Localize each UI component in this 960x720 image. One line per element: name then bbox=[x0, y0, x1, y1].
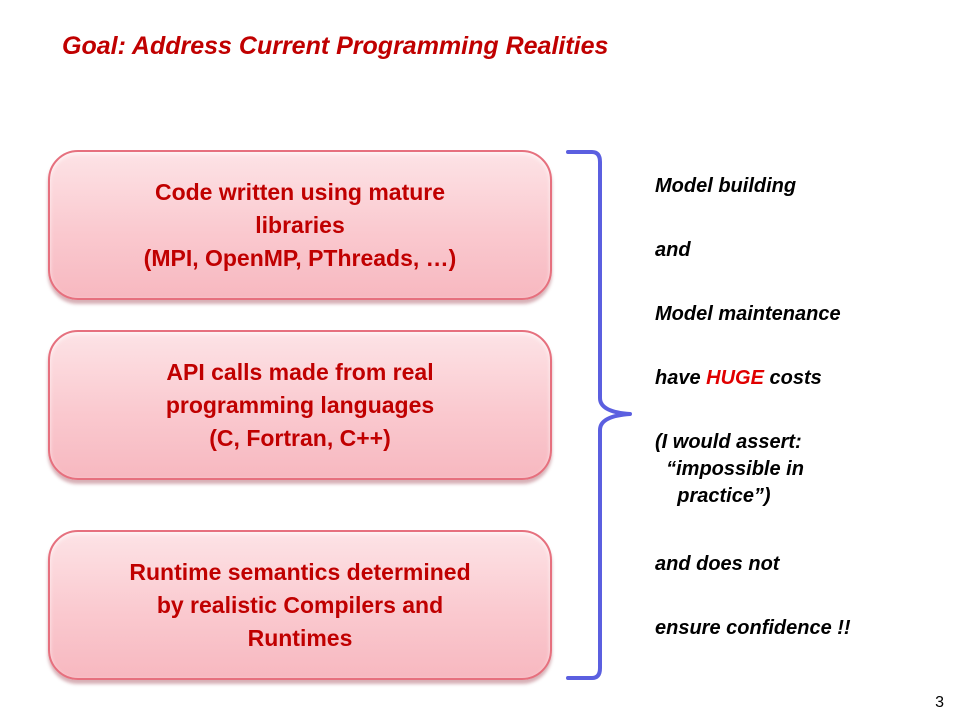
box-line: Runtimes bbox=[247, 624, 353, 651]
box-line: Code written using mature bbox=[154, 178, 446, 205]
note-practice: practice”) bbox=[655, 485, 771, 507]
note-have: have bbox=[655, 367, 707, 389]
note-and: and bbox=[655, 239, 691, 261]
note-assert: (I would assert: bbox=[655, 431, 802, 453]
box-line: by realistic Compilers and bbox=[156, 591, 444, 618]
note-model-maintenance: Model maintenance bbox=[655, 303, 841, 325]
note-ensure-confidence: ensure confidence !! bbox=[655, 617, 851, 639]
box-runtime-semantics: Runtime semantics determined by realisti… bbox=[48, 530, 552, 680]
box-line: (C, Fortran, C++) bbox=[209, 424, 391, 451]
note-costs: costs bbox=[763, 367, 822, 389]
notes-column: Model building and Model maintenance hav… bbox=[655, 170, 851, 644]
note-impossible: “impossible in bbox=[655, 458, 804, 480]
note-huge-costs: have HUGE costs bbox=[655, 362, 851, 394]
box-line: (MPI, OpenMP, PThreads, …) bbox=[143, 244, 457, 271]
note-model-building: Model building bbox=[655, 175, 797, 197]
box-mature-libraries: Code written using mature libraries (MPI… bbox=[48, 150, 552, 300]
box-line: programming languages bbox=[165, 391, 435, 418]
note-does-not: and does not bbox=[655, 553, 780, 575]
box-line: libraries bbox=[255, 211, 345, 238]
slide-title: Goal: Address Current Programming Realit… bbox=[62, 32, 609, 60]
right-brace bbox=[566, 150, 632, 680]
note-huge: HUGE bbox=[706, 367, 764, 389]
box-api-calls: API calls made from real programming lan… bbox=[48, 330, 552, 480]
box-line: API calls made from real bbox=[166, 358, 434, 385]
page-number: 3 bbox=[935, 694, 944, 711]
box-line: Runtime semantics determined bbox=[129, 558, 471, 585]
